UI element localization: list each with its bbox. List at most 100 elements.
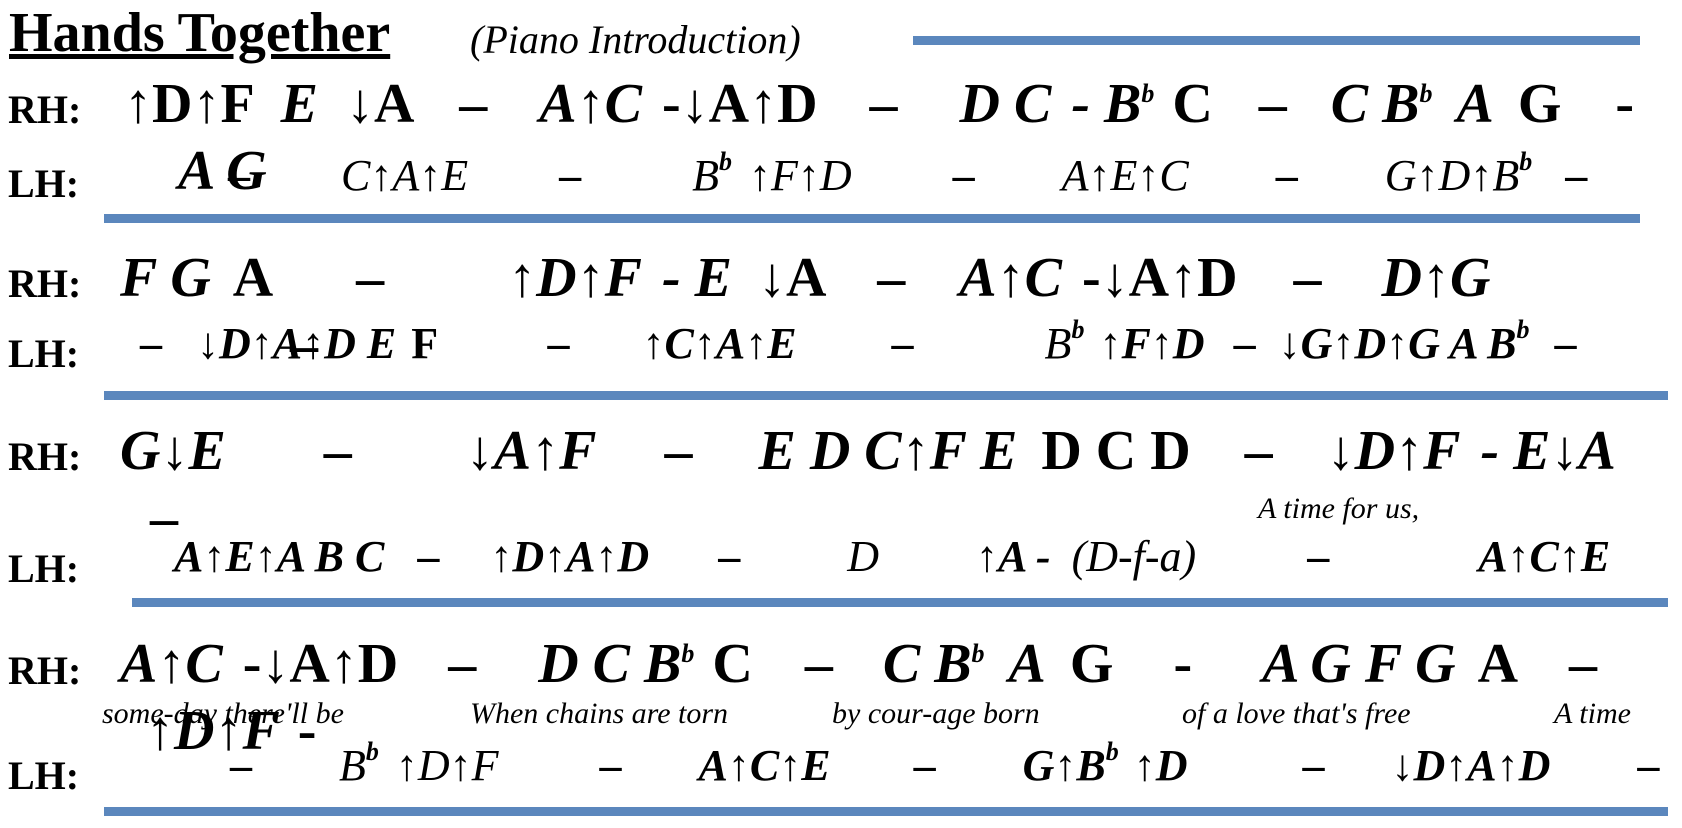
rest-dash: –: [1302, 741, 1325, 790]
lh-label: LH:: [8, 331, 80, 376]
lyric-line: When chains are torn: [470, 697, 729, 730]
rest-dash: –: [547, 319, 570, 368]
rest-dash: –: [877, 247, 906, 309]
rh-note-group: A: [1456, 73, 1494, 135]
rest-dash: –: [230, 741, 252, 790]
lh-note-group: B: [692, 151, 719, 200]
lyric-line: A time: [1554, 697, 1631, 730]
rh-note-group: D C: [959, 73, 1052, 135]
rh-line-3: G↓E – ↓A↑F – E D C↑F E D C D – ↓D↑F - E↓…: [120, 418, 1682, 552]
rest-dash: –: [891, 319, 914, 368]
flat-sign: b: [971, 639, 985, 668]
rh-note-group: A: [1008, 633, 1046, 695]
lh-note-group: A↑C↑E: [698, 741, 831, 790]
rest-dash: –: [1637, 741, 1660, 790]
rest-dash: –: [804, 633, 833, 695]
flat-sign: b: [1516, 315, 1530, 344]
lh-line-3: A↑E↑A B C – ↑D↑A↑D – D ↑A - (D-f-a) – A↑…: [174, 531, 1610, 584]
rest-dash: –: [1258, 73, 1287, 135]
rest-dash: -: [1173, 633, 1193, 695]
lyric-line: A time for us,: [1258, 492, 1420, 525]
rh-line-2: F G A – ↑D↑F - E ↓A – A↑C -↓A↑D – D↑G –: [120, 245, 1682, 379]
lh-line-1: – C↑A↑E – Bb ↑F↑D – A↑E↑C – G↑D↑Bb –: [228, 147, 1588, 203]
rest-dash: –: [323, 420, 352, 482]
rh-line-4: A↑C -↓A↑D – D C Bb C – C Bb A G - A G F …: [120, 631, 1682, 765]
flat-sign: b: [1419, 79, 1433, 108]
rh-note-group: E: [280, 73, 318, 135]
rh-note-group: ↑D↑F: [146, 700, 280, 763]
rest-dash: –: [913, 741, 936, 790]
lh-note-group: B: [1044, 319, 1072, 368]
rest-dash: –: [664, 420, 693, 482]
staff-rule: [132, 598, 1668, 607]
lh-note-group: ↑D↑A↑D: [490, 532, 650, 581]
rh-note-group: A G: [178, 140, 267, 203]
rh-label: RH:: [8, 87, 82, 132]
rest-dash: –: [1293, 247, 1322, 309]
rest-dash: –: [599, 741, 622, 790]
rh-note-group: G: [1517, 73, 1562, 135]
lh-note-group: ↑D↑F: [395, 741, 499, 790]
rest-dash: –: [448, 633, 477, 695]
lh-note-group: (D-f-a): [1071, 532, 1197, 581]
rest-dash: –: [1233, 319, 1256, 368]
rest-dash: –: [1554, 319, 1577, 368]
flat-sign: b: [681, 639, 695, 668]
rh-line-1: ↑D↑F E ↓A – A↑C -↓A↑D – D C - Bb C – C B…: [124, 71, 1682, 205]
rh-note-group: - B: [1071, 73, 1142, 135]
rh-note-group: D C D: [1041, 420, 1191, 482]
rest-dash: –: [356, 247, 385, 309]
page-title: Hands Together: [9, 2, 391, 64]
flat-sign: b: [719, 147, 732, 176]
rh-label: RH:: [8, 261, 82, 306]
rest-dash: –: [718, 532, 741, 581]
rest-dash: –: [290, 314, 318, 377]
rest-dash: –: [1565, 151, 1588, 200]
rh-note-group: A↑C: [120, 633, 223, 695]
lh-note-group: ↓D↑A↑D: [1391, 741, 1551, 790]
rh-note-group: G↓E: [120, 420, 226, 482]
lh-note-group: ↓G↑D↑G A B: [1278, 319, 1517, 368]
rest-dash: –: [1275, 151, 1298, 200]
rest-dash: –: [140, 319, 162, 368]
lh-note-group: ↑F↑D: [749, 151, 852, 200]
rh-note-group: A↑C: [539, 73, 642, 135]
rh-note-group: E D C↑F E: [758, 420, 1018, 482]
lyric-line: some-day there'll be: [102, 697, 344, 730]
rh-note-group: -↓A↑D: [242, 633, 399, 695]
rh-note-group: D C B: [538, 633, 682, 695]
rh-note-group: ↓A: [757, 247, 824, 309]
lh-line-2: – ↓D↑A↑D E F – ↑C↑A↑E – Bb ↑F↑D – ↓G↑D↑G…: [140, 315, 1577, 371]
rh-label: RH:: [8, 434, 82, 479]
lh-line-4: – Bb ↑D↑F – A↑C↑E – G↑Bb ↑D – ↓D↑A↑D –: [230, 739, 1660, 793]
rh-note-group: ↑D↑F: [124, 73, 253, 135]
lh-note-group: ↑C↑A↑E: [642, 319, 797, 368]
lyric-line: of a love that's free: [1182, 697, 1411, 730]
rh-note-group: C B: [882, 633, 972, 695]
rh-note-group: C: [1172, 73, 1213, 135]
lh-note-group: A↑E↑C: [1061, 151, 1189, 200]
lh-note-group: G↑B: [1022, 741, 1106, 790]
rest-dash: –: [417, 532, 440, 581]
rest-dash: –: [228, 151, 250, 200]
lh-note-group: B: [339, 741, 366, 790]
rh-note-group: ↑D↑F: [508, 247, 642, 309]
rh-note-group: D↑G: [1381, 247, 1491, 309]
rest-dash: –: [459, 73, 488, 135]
flat-sign: b: [1141, 79, 1155, 108]
lh-note-group: G↑D↑B: [1384, 151, 1520, 200]
rh-note-group: ↓A: [345, 73, 412, 135]
rh-note-group: C: [712, 633, 753, 695]
lh-note-group: ↑D: [1133, 741, 1188, 790]
rh-note-group: A↑C: [959, 247, 1062, 309]
lyric-line: by cour-age born: [832, 697, 1040, 730]
lh-note-group: A↑C↑E: [1478, 532, 1611, 581]
rh-note-group: - E↓A: [1480, 420, 1616, 482]
rest-dash: -: [297, 700, 317, 763]
rh-note-group: G: [1069, 633, 1114, 695]
lh-note-group: D: [847, 532, 879, 581]
staff-rule: [104, 214, 1640, 223]
rest-dash: –: [1244, 420, 1273, 482]
rh-note-group: A: [232, 247, 271, 309]
rh-note-group: ↓A↑F: [465, 420, 597, 482]
